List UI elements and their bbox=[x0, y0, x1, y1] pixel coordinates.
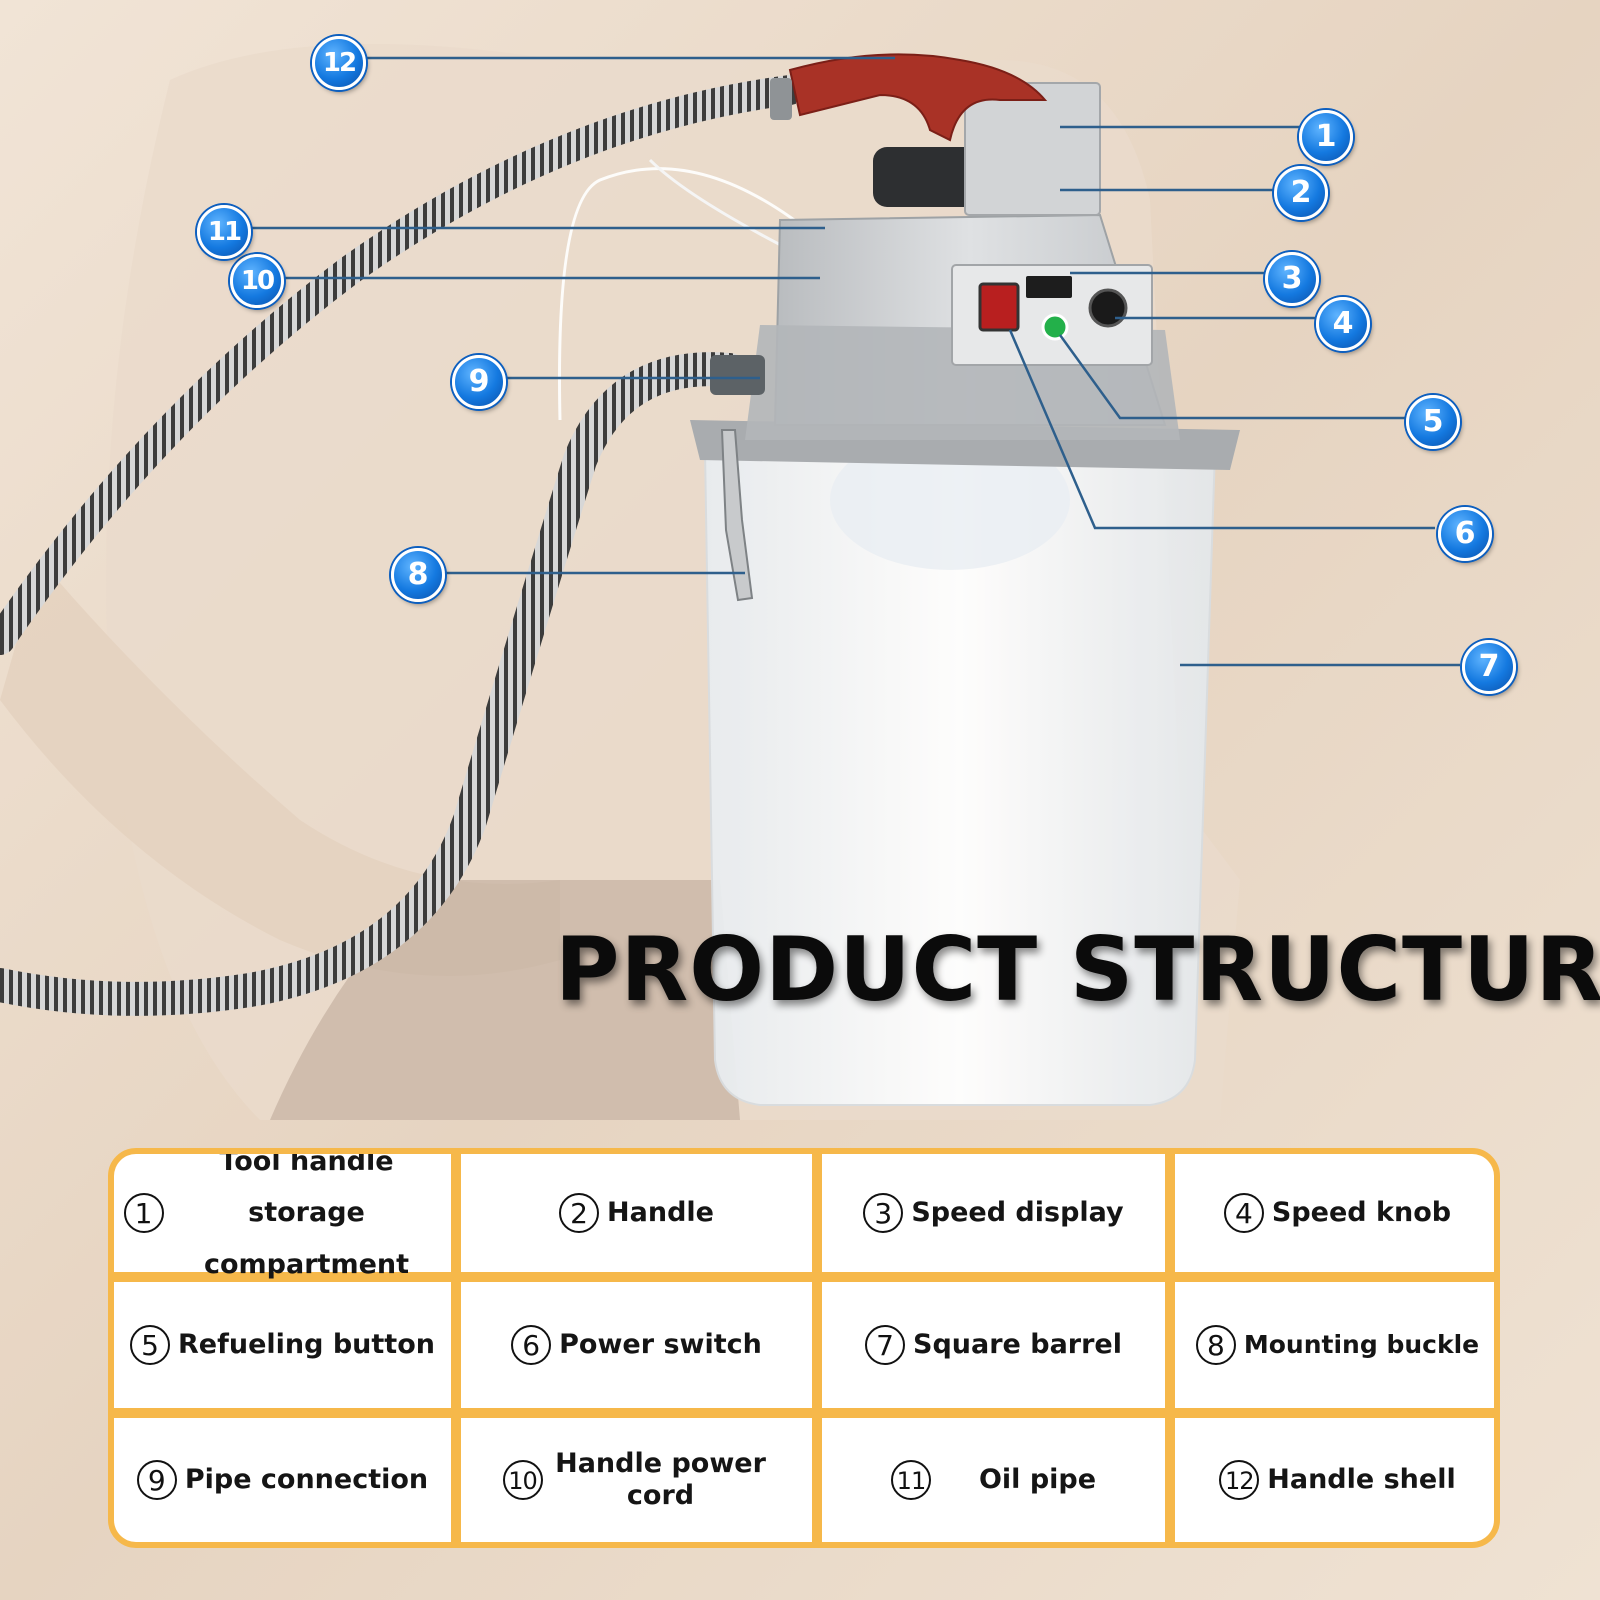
legend-number-1: 1 bbox=[123, 1193, 164, 1233]
legend-label-3: Speed display bbox=[911, 1196, 1124, 1228]
legend-cell-7: 7 Square barrel bbox=[822, 1282, 1165, 1408]
callout-10: 10 bbox=[230, 254, 284, 308]
legend-number-2: 2 bbox=[559, 1193, 600, 1233]
callout-2: 2 bbox=[1274, 166, 1328, 220]
legend-label-1: Tool handle storage compartment bbox=[203, 1148, 410, 1280]
legend-number-6: 6 bbox=[511, 1325, 552, 1365]
legend-label-9: Pipe connection bbox=[184, 1463, 429, 1495]
legend-label-7: Square barrel bbox=[913, 1328, 1122, 1360]
callout-6: 6 bbox=[1438, 507, 1492, 561]
legend-label-6: Power switch bbox=[559, 1328, 762, 1360]
legend-cell-9: 9 Pipe connection bbox=[114, 1418, 451, 1542]
leader-lines bbox=[245, 56, 1460, 667]
legend-cell-6: 6 Power switch bbox=[461, 1282, 812, 1408]
legend-cell-10: 10 Handle power cord bbox=[461, 1418, 812, 1542]
legend-number-3: 3 bbox=[863, 1193, 904, 1233]
legend-label-11: Oil pipe bbox=[978, 1463, 1097, 1495]
legend-label-10: Handle power cord bbox=[555, 1447, 766, 1511]
legend-number-5: 5 bbox=[130, 1325, 170, 1365]
legend-number-12: 12 bbox=[1219, 1460, 1260, 1500]
legend-number-7: 7 bbox=[865, 1325, 905, 1365]
legend-number-8: 8 bbox=[1195, 1325, 1236, 1365]
power-switch-graphic bbox=[978, 282, 1020, 332]
legend-cell-5: 5 Refueling button bbox=[114, 1282, 451, 1408]
legend-table: 1 Tool handle storage compartment 2 Hand… bbox=[108, 1148, 1500, 1548]
vacuum-hose bbox=[0, 352, 747, 1016]
storage-compartment bbox=[964, 82, 1101, 216]
legend-number-10: 10 bbox=[502, 1460, 543, 1500]
pipe-socket bbox=[710, 355, 765, 395]
speed-display-graphic bbox=[1026, 276, 1072, 298]
callout-7: 7 bbox=[1462, 640, 1516, 694]
legend-cell-12: 12 Handle shell bbox=[1175, 1418, 1494, 1542]
legend-label-2: Handle bbox=[607, 1196, 714, 1228]
callout-12: 12 bbox=[312, 36, 366, 90]
callout-1: 1 bbox=[1299, 110, 1353, 164]
legend-number-9: 9 bbox=[136, 1460, 177, 1500]
legend-number-11: 11 bbox=[890, 1460, 931, 1500]
long-hose bbox=[0, 75, 805, 655]
page-title: PRODUCT STRUCTURE bbox=[555, 918, 1600, 1021]
legend-cell-1: 1 Tool handle storage compartment bbox=[114, 1154, 451, 1280]
legend-label-8: Mounting buckle bbox=[1243, 1330, 1480, 1359]
mounting-buckle bbox=[720, 429, 754, 602]
hose-clamp bbox=[770, 78, 792, 120]
legend-number-4: 4 bbox=[1223, 1193, 1264, 1233]
speed-knob-graphic bbox=[1088, 288, 1128, 328]
callout-11: 11 bbox=[197, 205, 251, 259]
legend-cell-2: 2 Handle bbox=[461, 1154, 812, 1272]
callout-3: 3 bbox=[1265, 252, 1319, 306]
oil-tube bbox=[558, 167, 821, 421]
callout-5: 5 bbox=[1406, 395, 1460, 449]
legend-cell-11: 11 Oil pipe bbox=[822, 1418, 1165, 1542]
refueling-button-graphic bbox=[1041, 313, 1069, 341]
square-barrel bbox=[703, 449, 1217, 1106]
legend-cell-8: 8 Mounting buckle bbox=[1175, 1282, 1494, 1408]
legend-label-4: Speed knob bbox=[1271, 1196, 1452, 1228]
callout-4: 4 bbox=[1316, 297, 1370, 351]
legend-cell-3: 3 Speed display bbox=[822, 1154, 1165, 1272]
callout-8: 8 bbox=[391, 548, 445, 602]
legend-label-5: Refueling button bbox=[178, 1328, 435, 1360]
legend-cell-4: 4 Speed knob bbox=[1175, 1154, 1494, 1272]
red-tool-handle bbox=[788, 53, 1048, 142]
legend-label-12: Handle shell bbox=[1267, 1463, 1456, 1495]
callout-9: 9 bbox=[452, 355, 506, 409]
